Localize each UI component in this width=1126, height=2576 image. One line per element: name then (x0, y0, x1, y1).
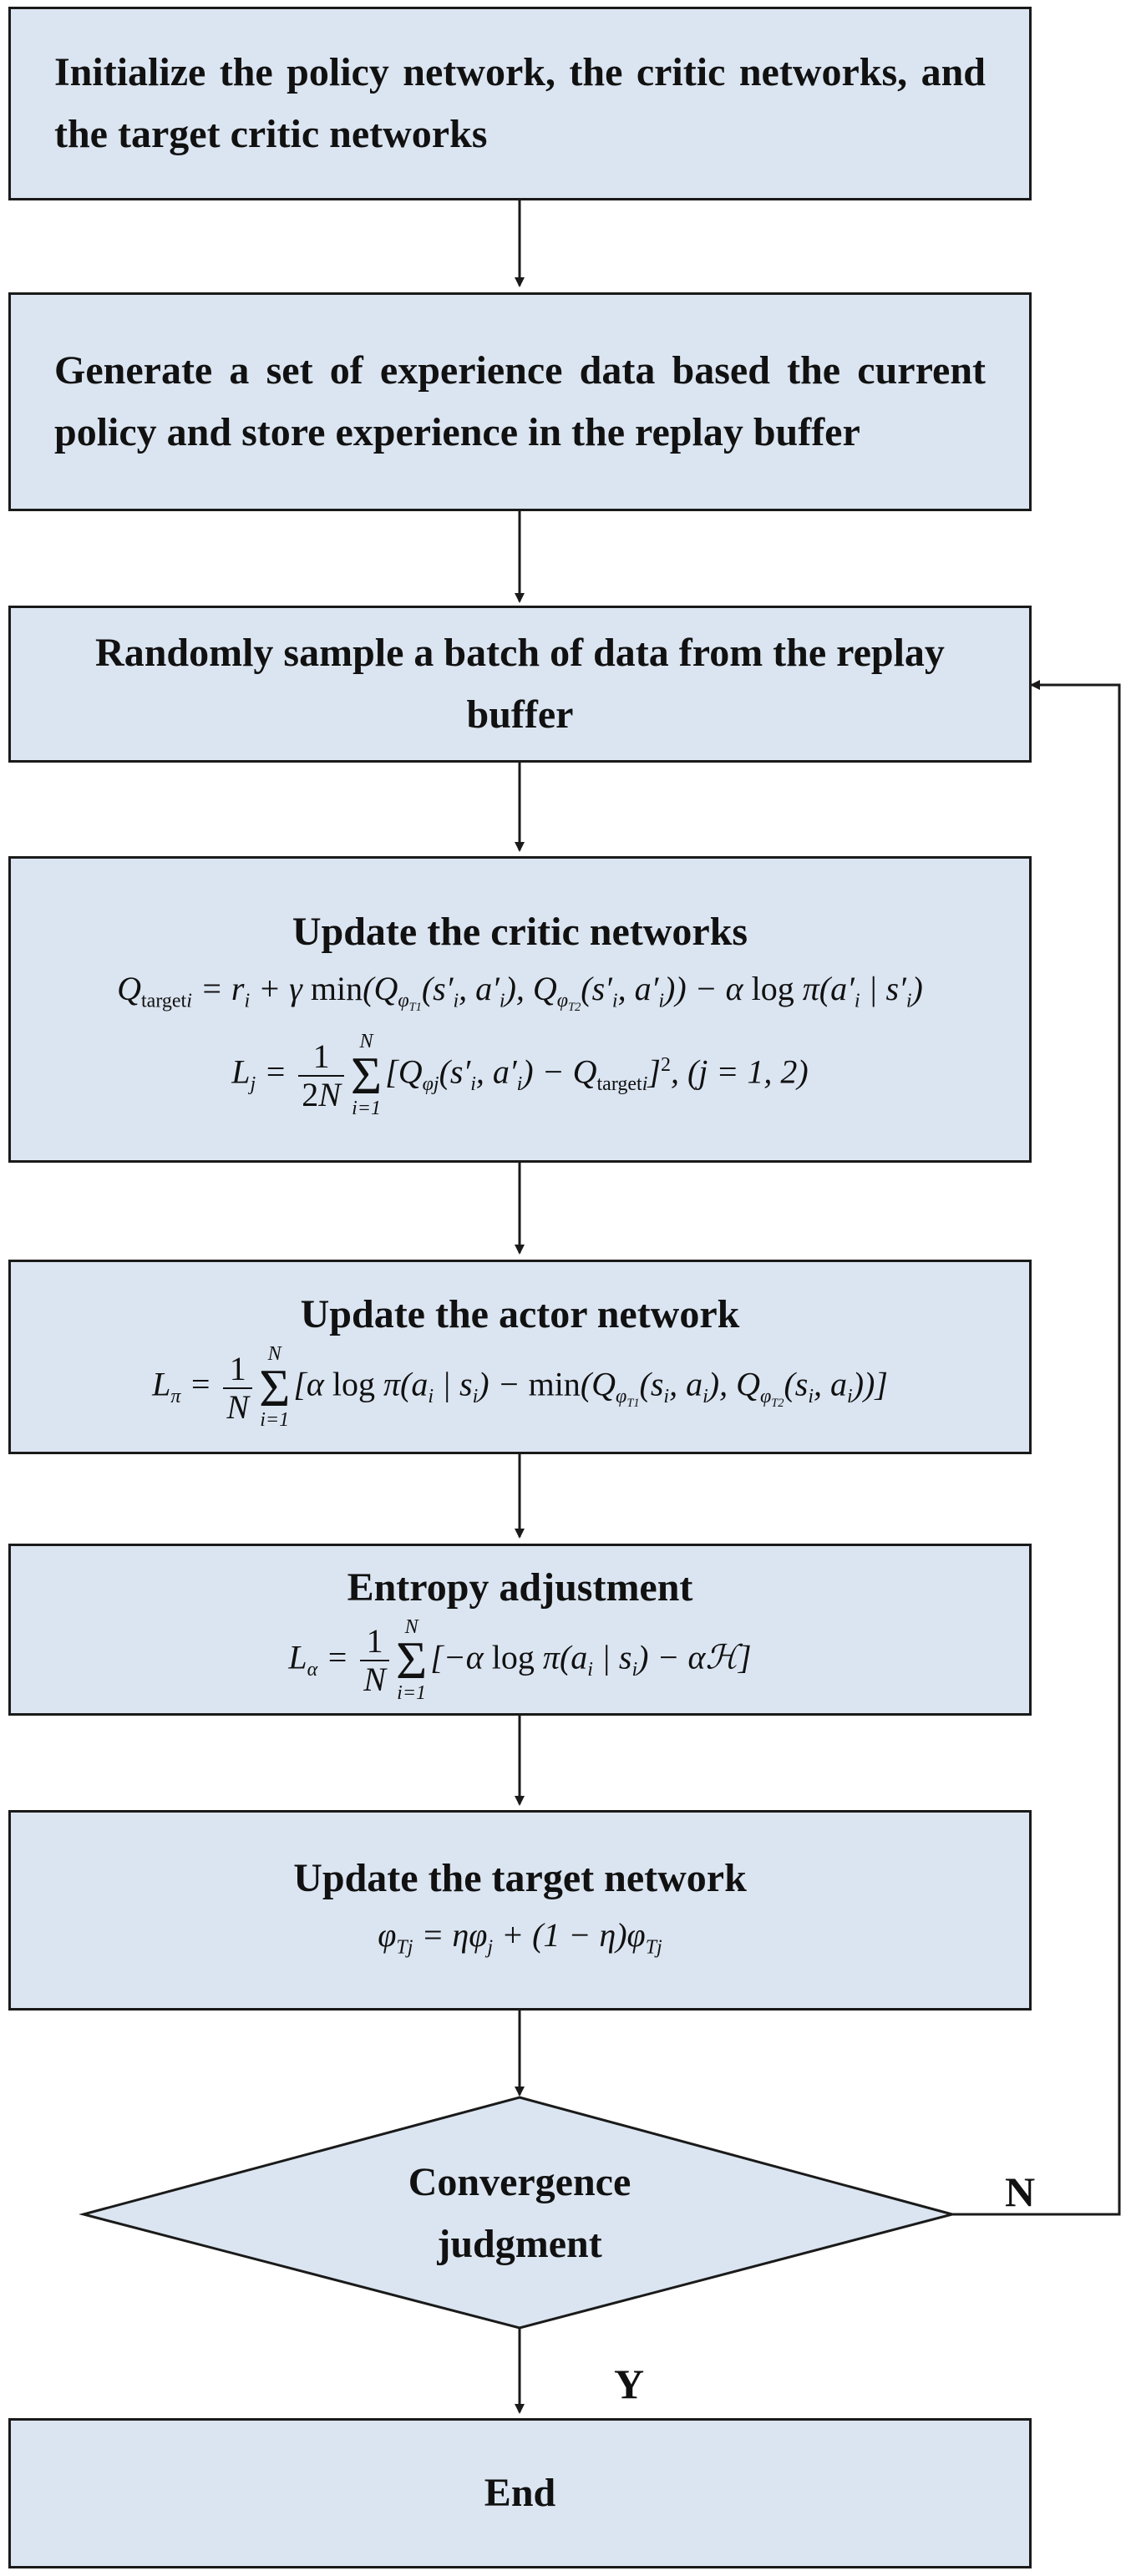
edge-label-no: N (1005, 2168, 1036, 2215)
generate-text: Generate a set of experience data based … (54, 348, 986, 454)
end-text: End (484, 2471, 556, 2515)
sample-box: Randomly sample a batch of data from the… (8, 606, 1032, 763)
critic-box: Update the critic networks Qtargeti = ri… (8, 856, 1032, 1163)
decision-text: Convergence judgment (408, 2160, 631, 2266)
entropy-title: Entropy adjustment (347, 1564, 693, 1610)
arrow-decision-loop-no (952, 680, 1121, 2216)
target-update-equation: φTj = ηφj + (1 − η)φTj (378, 1915, 662, 1959)
sample-text: Randomly sample a batch of data from the… (95, 631, 945, 737)
target-title: Update the target network (293, 1855, 747, 1900)
critic-title: Update the critic networks (292, 909, 748, 954)
actor-title: Update the actor network (300, 1292, 740, 1337)
decision-diamond (79, 2096, 957, 2330)
critic-target-equation: Qtargeti = ri + γ min(QφT1(s′i, a′i), Qφ… (117, 969, 923, 1015)
decision-text-holder: Convergence judgment (317, 2138, 722, 2289)
target-box: Update the target network φTj = ηφj + (1… (8, 1810, 1032, 2011)
init-box: Initialize the policy network, the criti… (8, 7, 1032, 200)
init-text: Initialize the policy network, the criti… (54, 50, 986, 156)
generate-box: Generate a set of experience data based … (8, 292, 1032, 511)
end-box: End (8, 2418, 1032, 2568)
edge-label-yes: Y (614, 2360, 645, 2407)
